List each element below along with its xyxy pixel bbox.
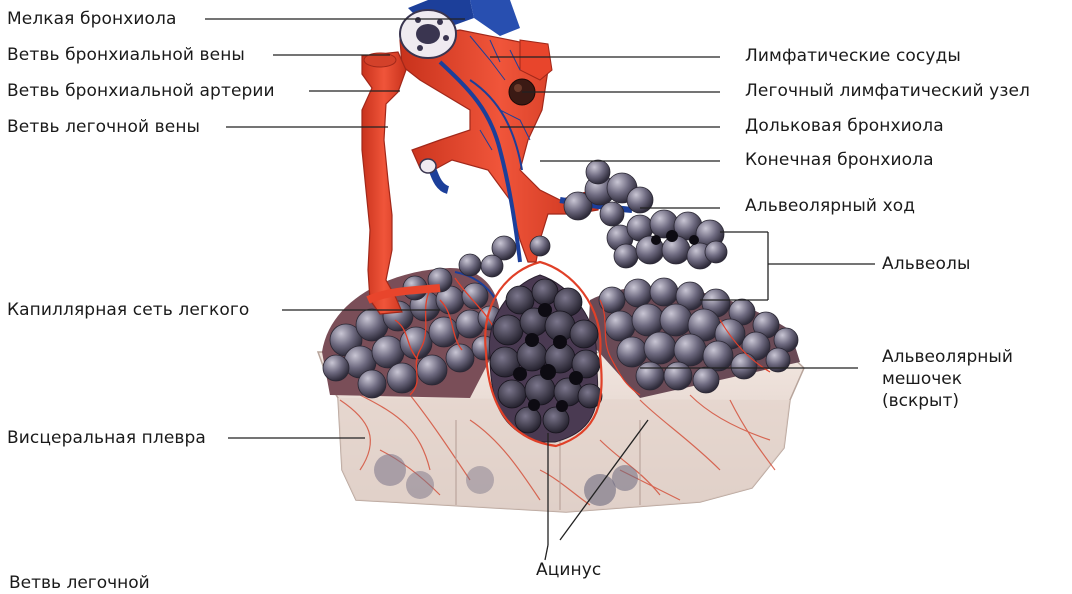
label-alveoli: Альвеолы [882, 253, 970, 275]
label-alveolar-sac: Альвеолярный мешочек (вскрыт) [882, 346, 1013, 412]
bronchial-tree [400, 0, 632, 262]
label-alveolar-sac-line-2: мешочек [882, 368, 1013, 390]
label-bronchial-vein-branch: Ветвь бронхиальной вены [7, 44, 245, 66]
label-acinus: Ацинус [536, 559, 601, 581]
label-pulmonary-vein-branch: Ветвь легочной вены [7, 116, 200, 138]
label-lobular-bronchiole: Дольковая бронхиола [745, 115, 944, 137]
label-capillary-network: Капиллярная сеть легкого [7, 299, 249, 321]
label-cut-off: Ветвь легочной [9, 572, 150, 594]
label-bronchial-artery-branch: Ветвь бронхиальной артерии [7, 80, 275, 102]
label-small-bronchiole: Мелкая бронхиола [7, 8, 177, 30]
label-terminal-bronchiole: Конечная бронхиола [745, 149, 934, 171]
label-alveolar-duct: Альвеолярный ход [745, 195, 915, 217]
label-visceral-pleura: Висцеральная плевра [7, 427, 206, 449]
label-lymph-vessels: Лимфатические сосуды [745, 45, 961, 67]
label-alveolar-sac-line-1: Альвеолярный [882, 346, 1013, 368]
label-lymph-node: Легочный лимфатический узел [745, 80, 1030, 102]
label-alveolar-sac-line-3: (вскрыт) [882, 390, 1013, 412]
